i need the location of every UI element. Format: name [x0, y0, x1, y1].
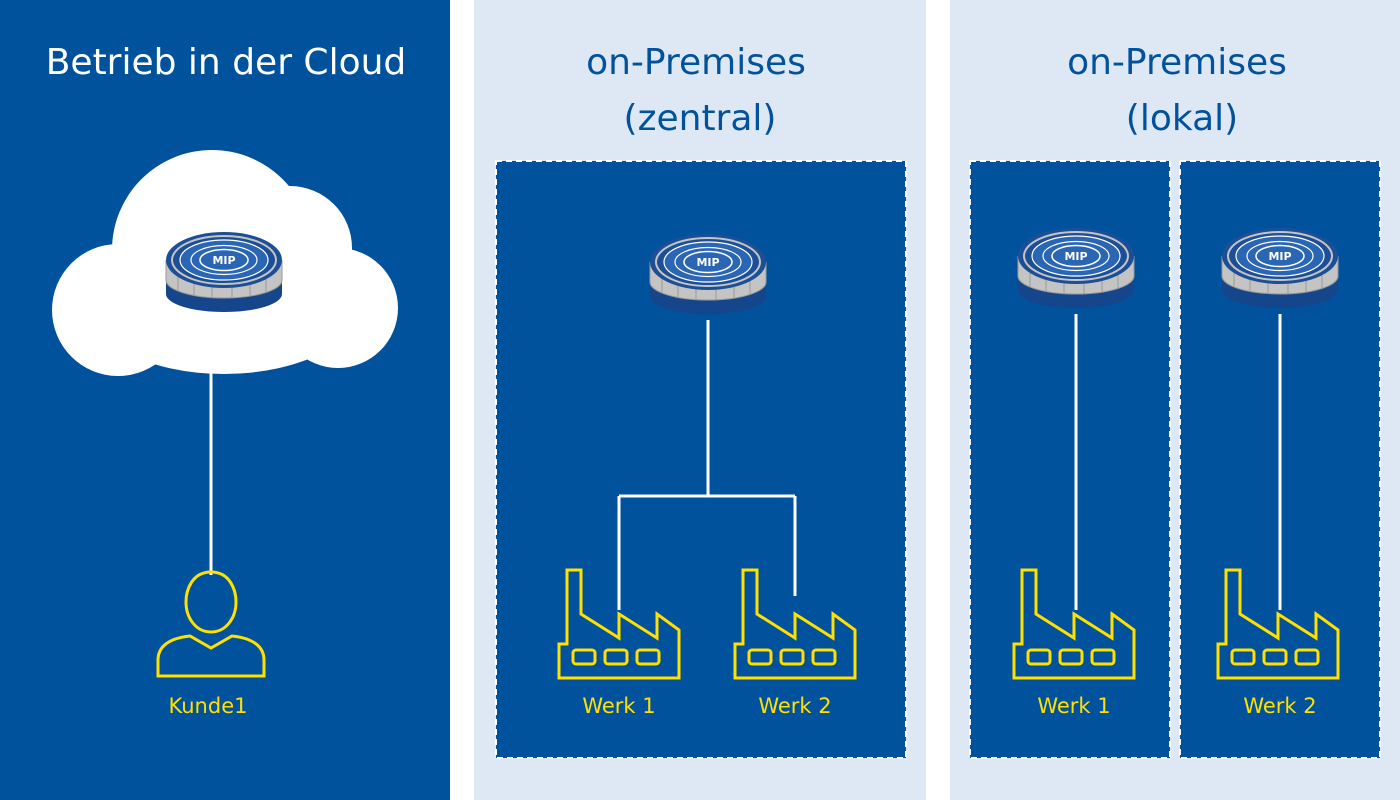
cloud-panel-background [0, 0, 450, 800]
central-plant1-label: Werk 1 [582, 694, 655, 718]
local-plant2-label: Werk 2 [1243, 694, 1316, 718]
local-mip-label-1: MIP [1064, 250, 1087, 263]
user-icon [156, 570, 266, 678]
local-mip-label-2: MIP [1268, 250, 1291, 263]
central-panel-title-line2: (zentral) [624, 98, 777, 139]
central-mip-label: MIP [696, 256, 719, 269]
local-panel-title-line2: (lokal) [1126, 98, 1238, 139]
gap-left [450, 0, 474, 800]
central-panel-title-line1: on-Premises [586, 42, 806, 83]
central-plant2-label: Werk 2 [758, 694, 831, 718]
local-panel-title-line1: on-Premises [1067, 42, 1287, 83]
central-mip-server-icon: MIP [649, 233, 767, 315]
cloud-panel-title: Betrieb in der Cloud [46, 42, 407, 83]
local-mip-server1-icon: MIP [1017, 227, 1135, 309]
local-mip-server2-icon: MIP [1221, 227, 1339, 309]
cloud-mip-server-icon: MIP [165, 231, 283, 313]
user-label: Kunde1 [169, 694, 248, 718]
cloud-mip-label: MIP [212, 254, 235, 267]
central-connection-lines [617, 320, 797, 610]
gap-right [926, 0, 950, 800]
local-plant1-label: Werk 1 [1037, 694, 1110, 718]
